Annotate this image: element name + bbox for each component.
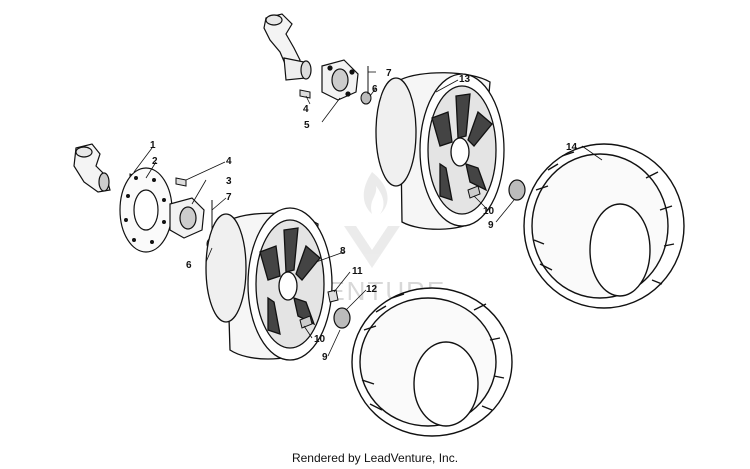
rear-center-cap [508, 179, 526, 201]
footer-credit: Rendered by LeadVenture, Inc. [291, 451, 459, 465]
leader-lines [133, 71, 603, 357]
callout-1: 1 [150, 140, 156, 151]
callout-11: 11 [352, 266, 363, 277]
front-center-cap [333, 307, 351, 329]
front-valve-stem [299, 315, 313, 329]
callout-3: 3 [226, 176, 232, 187]
wheel-lug-nut [327, 289, 339, 303]
lower-hub [169, 197, 205, 239]
upper-lug-stud [299, 89, 311, 99]
brake-rotor [119, 167, 173, 253]
callout-2: 2 [152, 156, 158, 167]
callout-4-lower: 4 [226, 156, 232, 167]
callout-8: 8 [340, 246, 346, 257]
rear-valve-stem [467, 185, 481, 199]
lower-lug-stud [175, 177, 187, 187]
callout-10-upper: 10 [483, 206, 495, 217]
callout-5: 5 [304, 120, 310, 131]
callout-9-lower: 9 [322, 352, 328, 363]
callout-13: 13 [459, 74, 471, 85]
callout-12: 12 [366, 284, 378, 295]
callout-7-lower: 7 [226, 192, 232, 203]
upper-hub [321, 59, 359, 101]
rear-tire [523, 143, 685, 309]
callout-7-upper: 7 [386, 68, 392, 79]
watermark-logo [344, 172, 400, 268]
callout-14: 14 [566, 142, 578, 153]
front-tire [351, 287, 513, 437]
callout-9-upper: 9 [488, 220, 494, 231]
callout-4-upper: 4 [303, 104, 309, 115]
exploded-view: VENTURE [73, 13, 685, 437]
rear-wheel-rim [375, 72, 505, 230]
callout-6-upper: 6 [372, 84, 378, 95]
lower-steering-knuckle [73, 143, 111, 193]
callout-6-lower: 6 [186, 260, 192, 271]
upper-axle-nut [360, 91, 372, 105]
callout-10-lower: 10 [314, 334, 326, 345]
upper-steering-knuckle [263, 13, 312, 81]
